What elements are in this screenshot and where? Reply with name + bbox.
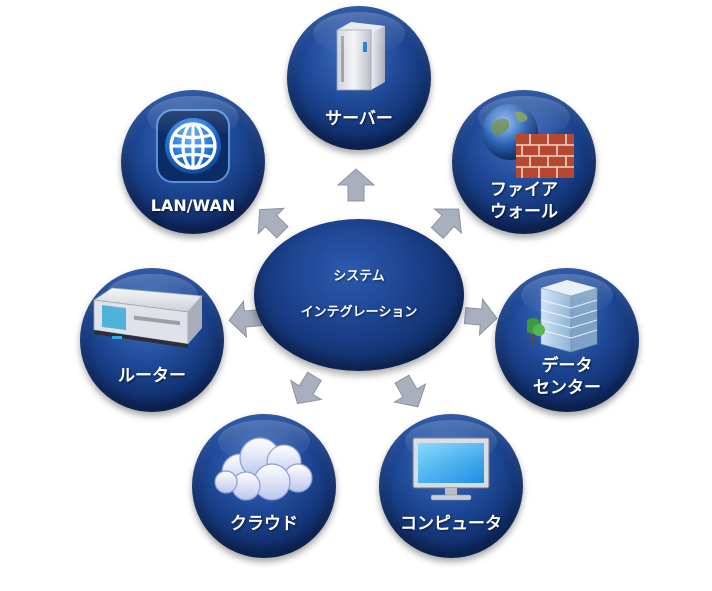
server-icon [336,22,385,91]
arrow-to-datacenter [461,296,500,339]
arrow-to-cloud [280,364,333,416]
arrow-to-lanwan [244,194,298,248]
label-router: ルーター [118,366,186,386]
datacenter-building-icon [527,280,598,353]
arrow-to-server [336,167,376,203]
center-title-line1: システム [333,269,385,284]
router-icon [92,287,203,348]
label-lan-wan: LAN/WAN [150,196,236,215]
center-title-line2: インテグレーション [300,305,418,320]
node-lan-wan: LAN/WAN [121,90,265,234]
label-cloud: クラウド [230,514,298,534]
label-data-center-line2: センター [533,378,601,398]
node-computer: コンピュータ [379,414,523,558]
globe-icon [156,109,230,183]
label-server: サーバー [325,109,393,129]
arrow-to-computer [384,367,437,418]
monitor-icon [412,437,490,501]
label-firewall-line2: ウォール [490,202,558,222]
node-cloud: クラウド [192,414,336,558]
arrow-to-firewall [421,194,475,248]
node-server: サーバー [287,6,431,150]
label-data-center-line1: データ [541,356,593,376]
cloud-icon [214,437,313,501]
node-data-center: データ センター [495,268,639,412]
label-computer: コンピュータ [400,514,502,534]
label-firewall-line1: ファイア [490,180,558,200]
center-node: システム インテグレーション [254,219,464,371]
node-router: ルーター [80,268,224,412]
firewall-icon [482,104,574,178]
node-firewall: ファイア ウォール [452,90,596,234]
